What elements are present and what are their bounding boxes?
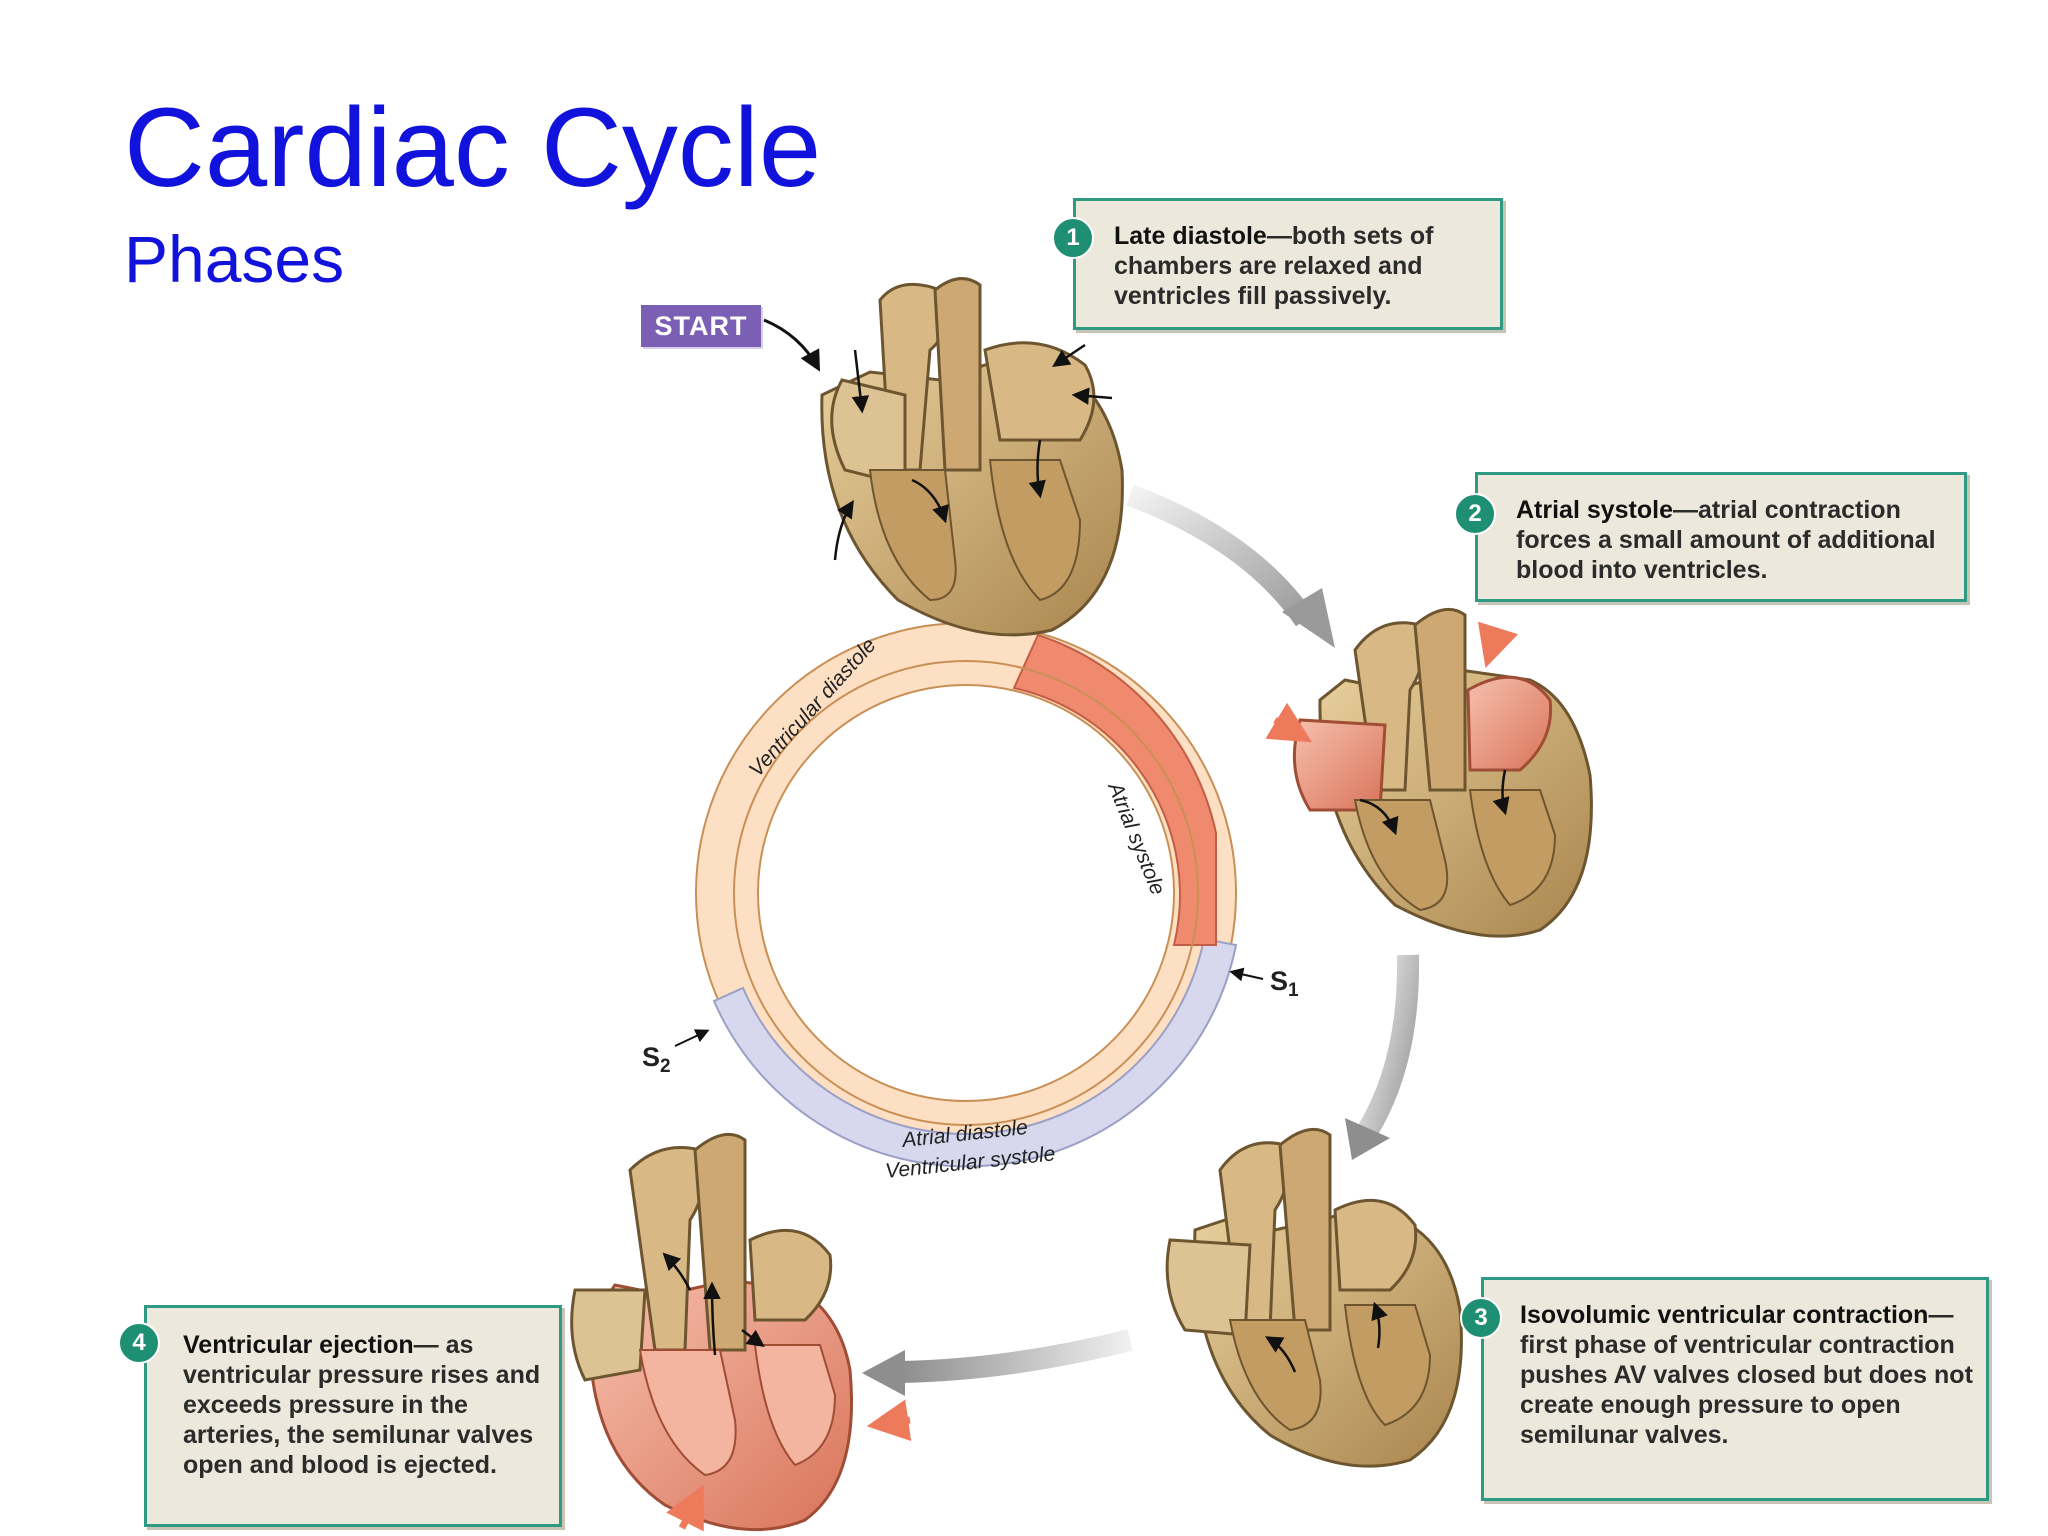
page-title: Cardiac Cycle [124, 85, 822, 210]
phase-1-term: Late diastole [1114, 222, 1267, 250]
phase-1-badge: 1 [1052, 217, 1094, 259]
ventricular-systole-band [712, 937, 1238, 1168]
s1-subscript: 1 [1288, 980, 1299, 1001]
svg-text:S2: S2 [642, 1042, 671, 1077]
s2-subscript: 2 [660, 1056, 671, 1077]
flow-arrow-3-to-4 [899, 1329, 1133, 1383]
heart-atrial-systole-illustration [1265, 607, 1593, 938]
start-label: START [641, 305, 761, 347]
phase-3-badge: 3 [1460, 1297, 1502, 1339]
atrial-systole-band [1012, 633, 1217, 946]
flow-arrow-2-to-3 [1358, 954, 1420, 1136]
svg-text:S1: S1 [1270, 966, 1299, 1001]
phase-3-caption: Isovolumic ventricular contraction—first… [1481, 1277, 1989, 1501]
heart-ventricular-ejection-illustration [570, 1132, 912, 1532]
cycle-flow-arrows [862, 484, 1420, 1396]
phase-4-badge: 4 [118, 1322, 160, 1364]
flow-arrow-1-to-2 [1126, 484, 1315, 627]
phase-2-badge: 2 [1454, 493, 1496, 535]
phase-4-caption: Ventricular ejection— as ventricular pre… [144, 1305, 562, 1527]
heart-isovolumic-contraction-illustration [1165, 1127, 1463, 1468]
phase-2-description: —atrial contraction forces a small amoun… [1516, 496, 1936, 584]
phase-1-description: —both sets of chambers are relaxed and v… [1114, 222, 1434, 310]
phase-4-term: Ventricular ejection [183, 1331, 414, 1359]
phase-4-description: — as ventricular pressure rises and exce… [183, 1331, 541, 1479]
phase-1-caption: Late diastole—both sets of chambers are … [1073, 198, 1503, 330]
phase-3-description: —first phase of ventricular contraction … [1520, 1301, 1973, 1449]
s2-label: S [642, 1042, 660, 1072]
phase-3-term: Isovolumic ventricular contraction [1520, 1301, 1929, 1329]
cycle-ring [695, 622, 1238, 1168]
start-arrow [763, 318, 821, 372]
s2-marker: S2 [642, 1029, 710, 1077]
page-subtitle: Phases [124, 222, 345, 296]
phase-2-term: Atrial systole [1516, 496, 1674, 524]
s1-marker: S1 [1229, 966, 1299, 1001]
phase-2-caption: Atrial systole—atrial contraction forces… [1475, 472, 1967, 602]
heart-late-diastole-illustration [820, 277, 1124, 637]
s1-label: S [1270, 966, 1288, 996]
